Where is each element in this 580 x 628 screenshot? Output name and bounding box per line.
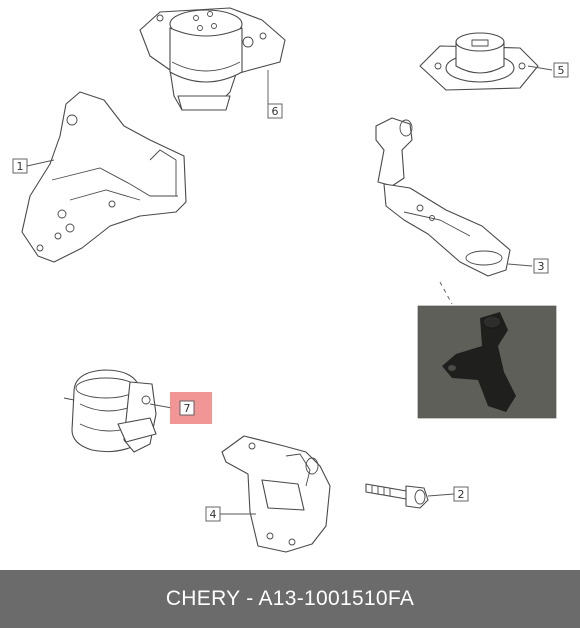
exploded-parts-diagram: 1 2 3 4 5 6 7: [12, 7, 569, 553]
leader-5: [527, 65, 553, 71]
callout-1-label: 1: [17, 160, 24, 173]
callout-4: 4: [205, 506, 221, 522]
part-6-engine-mount: [139, 7, 286, 111]
callout-5-label: 5: [558, 64, 565, 77]
part-2-bolt: [365, 483, 429, 509]
callout-7: 7: [179, 400, 195, 416]
leader-2: [427, 493, 455, 497]
leader-3: [507, 263, 533, 267]
callout-6: 6: [267, 103, 283, 119]
part-number-caption: CHERY - A13-1001510FA: [165, 587, 415, 610]
callout-6-label: 6: [272, 105, 279, 118]
callout-4-label: 4: [210, 508, 217, 521]
callout-5: 5: [553, 62, 569, 78]
callout-2: 2: [453, 486, 469, 502]
part-1-mounting-bracket: [21, 91, 187, 263]
leader-7: [149, 403, 173, 409]
leader-1: [26, 159, 55, 167]
footer-bar: CHERY - A13-1001510FA: [0, 570, 580, 628]
callout-3-label: 3: [538, 260, 545, 273]
part-4-lower-bracket: [221, 435, 331, 553]
callout-1: 1: [12, 158, 28, 174]
callout-7-label: 7: [184, 402, 191, 415]
part-3-torque-rod: [375, 117, 511, 277]
part-photo: [417, 305, 557, 419]
callout-2-label: 2: [458, 488, 465, 501]
part-7-hydraulic-mount: [63, 369, 157, 453]
callout-3: 3: [533, 258, 549, 274]
part-5-round-mount: [419, 32, 539, 91]
